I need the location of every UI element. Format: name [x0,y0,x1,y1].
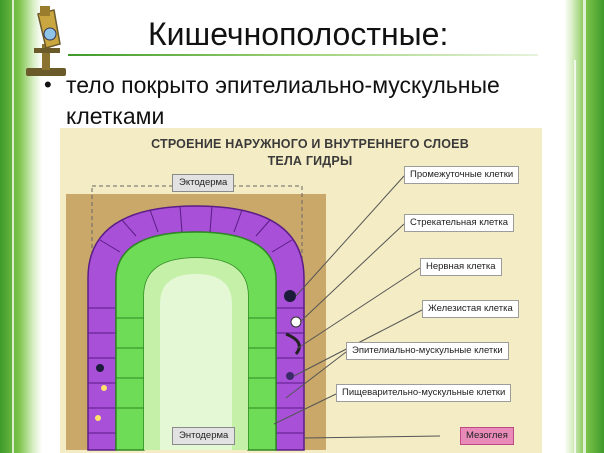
ectoderm-cells [88,205,304,434]
microscope-icon [26,6,66,76]
hydra-figure: СТРОЕНИЕ НАРУЖНОГО И ВНУТРЕННЕГО СЛОЕВ Т… [60,128,542,453]
figure-heading-line-1: СТРОЕНИЕ НАРУЖНОГО И ВНУТРЕННЕГО СЛОЕВ [151,137,469,151]
slide-title: Кишечнополостные: [148,16,449,52]
figure-heading: СТРОЕНИЕ НАРУЖНОГО И ВНУТРЕННЕГО СЛОЕВ Т… [100,136,520,170]
callout-stinging-cell: Стрекательная клетка [404,214,515,232]
bullet-marker: • [44,72,52,97]
callout-glandular-cell: Железистая клетка [422,300,519,318]
figure-heading-line-2: ТЕЛА ГИДРЫ [267,154,353,168]
label-ectoderm: Эктодерма [172,174,235,192]
frame-stripe [574,60,576,453]
endoderm-cells [116,317,276,409]
title-underline [68,54,538,56]
bullet-text: тело покрыто эпителиально-мускульные кле… [66,72,500,129]
callout-intermediate-cells: Промежуточные клетки [404,166,520,184]
frame-stripe [12,0,14,453]
callout-digestive-muscle-cells: Пищеварительно-мускульные клетки [336,384,512,402]
frame-stripe [583,0,586,453]
hydra-wall-diagram [66,175,441,451]
label-endoderm: Энтодерма [172,427,236,445]
callout-epithelial-muscle-cells: Эпителиально-мускульные клетки [346,342,509,360]
intermediate-cell [284,290,296,302]
label-mesoglea: Мезоглея [460,427,514,445]
callout-nerve-cell: Нервная клетка [420,258,502,276]
